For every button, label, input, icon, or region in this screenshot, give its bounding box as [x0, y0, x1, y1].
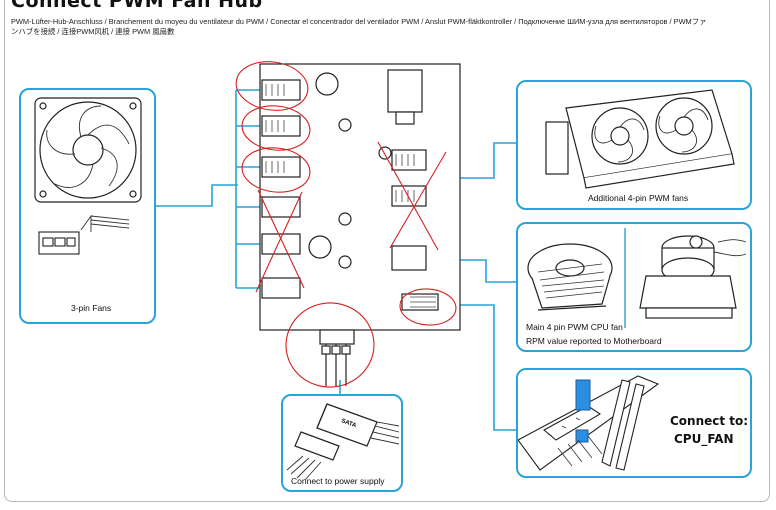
- three-pin-fans-panel: 3-pin Fans: [19, 88, 156, 324]
- page-subtitle: PWM-Lüfter-Hub-Anschluss / Branchement d…: [11, 17, 707, 36]
- fan-illustration: [34, 97, 142, 255]
- connect-to-label: Connect to:: [670, 414, 749, 428]
- annotation-cross-left: [255, 189, 305, 293]
- sata-label: SATA: [340, 418, 357, 429]
- cpu-fan-panel: Main 4 pin PWM CPU fan RPM value reporte…: [516, 222, 752, 352]
- fan-header-2: [261, 115, 301, 137]
- page-frame: [4, 0, 770, 502]
- fan-header-3: [261, 156, 301, 178]
- cpu-fan-line2: RPM value reported to Motherboard: [526, 336, 662, 346]
- motherboard-panel: Connect to: CPU_FAN: [516, 368, 752, 478]
- annotation-cross-right: [377, 141, 447, 251]
- cpu-fan-line1: Main 4 pin PWM CPU fan: [526, 322, 623, 332]
- annotation-circle-2: [241, 105, 311, 151]
- motherboard-illustration: [518, 375, 660, 471]
- power-caption: Connect to power supply: [291, 476, 385, 486]
- radiator-illustration: [545, 89, 735, 189]
- annotation-circle-3: [241, 147, 311, 193]
- additional-fans-caption: Additional 4-pin PWM fans: [588, 193, 689, 203]
- cpu-cooler-illustration: [527, 228, 747, 328]
- cpu-fan-label: CPU_FAN: [674, 432, 734, 446]
- additional-fans-panel: Additional 4-pin PWM fans: [516, 80, 752, 210]
- cpu-fan-header-highlight: [575, 379, 591, 411]
- annotation-circle-cpu: [399, 288, 457, 326]
- fan-header-4: [261, 196, 301, 218]
- sata-connector-illustration: SATA: [286, 403, 400, 481]
- fan-header-6: [261, 277, 301, 299]
- power-supply-panel: SATA Connect to power supply: [281, 394, 403, 492]
- annotation-circle-1: [235, 61, 309, 111]
- three-pin-caption: 3-pin Fans: [71, 303, 112, 313]
- fan-header-r3: [391, 245, 427, 271]
- annotation-circle-power: [285, 302, 375, 388]
- fan-header-5: [261, 233, 301, 255]
- fan-header-r1: [391, 149, 427, 171]
- fan-header-1: [261, 79, 301, 101]
- page-title: Connect PWM Fan Hub: [11, 0, 263, 12]
